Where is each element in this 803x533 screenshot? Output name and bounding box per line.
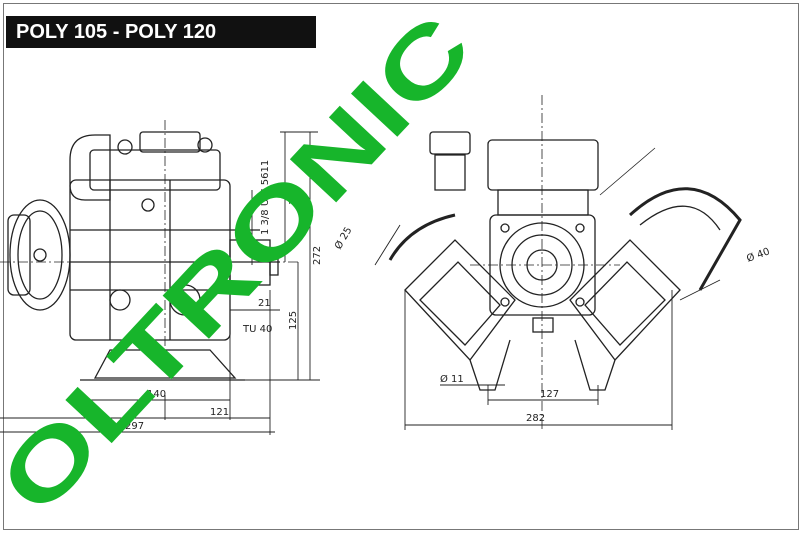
dim-21: 21 (258, 298, 271, 309)
watermark: OLTRONIC (0, 0, 491, 533)
dim-121: 121 (210, 407, 229, 418)
front-view-pump (388, 95, 742, 430)
dim-140: 140 (147, 389, 166, 400)
model-title: POLY 105 - POLY 120 (6, 16, 316, 48)
dim-127: 127 (540, 389, 559, 400)
dim-125: 125 (288, 311, 299, 330)
front-view-dimension-lines (374, 224, 721, 430)
svg-text:OLTRONIC: OLTRONIC (0, 0, 491, 533)
dim-thread: 1 3/8 UNI 5611 (260, 160, 271, 235)
dim-diameter-11: Ø 11 (440, 373, 464, 385)
side-view-dimension-lines (0, 131, 320, 435)
dim-176: 176 (80, 407, 99, 418)
dim-272: 272 (312, 246, 323, 265)
dim-147: 147 (288, 186, 299, 205)
dim-diameter-40: Ø 40 (745, 245, 771, 264)
drawing-frame (3, 3, 799, 530)
dim-282: 282 (526, 413, 545, 424)
dim-297: 297 (125, 421, 144, 432)
side-view-pump (0, 120, 300, 381)
dim-tu40: TU 40 (242, 324, 272, 335)
